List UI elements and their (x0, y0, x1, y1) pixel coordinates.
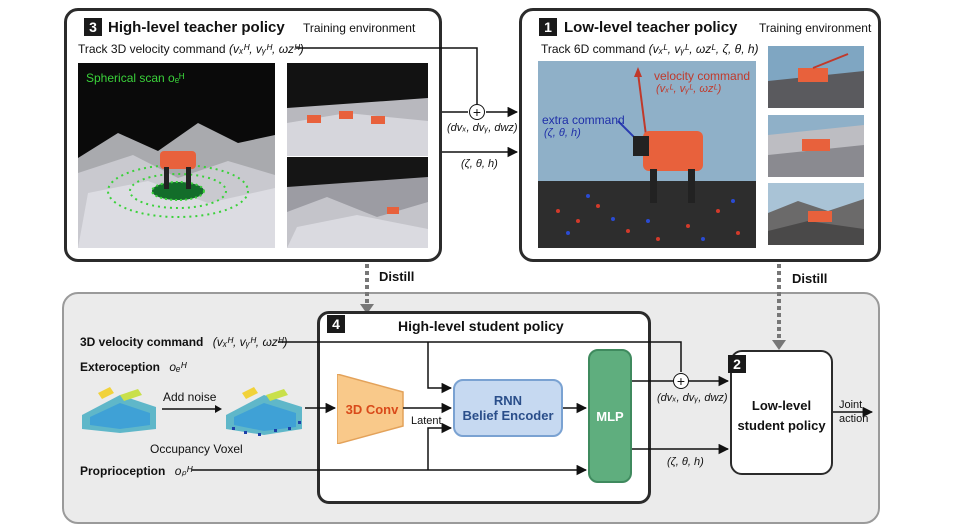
occupancy-voxel-label: Occupancy Voxel (150, 442, 243, 456)
student-extra-label: (ζ, θ, h) (667, 456, 704, 468)
student-delta-label: (dvₓ, dvᵧ, dwz) (657, 392, 728, 404)
student-badge: 4 (327, 315, 345, 333)
low-teacher-env-thumb-3 (768, 183, 864, 245)
terrain-scene-1 (287, 98, 428, 156)
robot-command-scene (538, 67, 756, 248)
low-level-student-box (730, 350, 833, 475)
high-teacher-title: High-level teacher policy (108, 19, 285, 36)
rnn-label-line2: Belief Encoder (462, 408, 554, 423)
low-teacher-command: Track 6D command (vₓᴸ, vᵧᴸ, ωzᴸ, ζ, θ, h… (541, 42, 759, 56)
low-student-line2: student policy (737, 418, 826, 433)
low-teacher-title: Low-level teacher policy (564, 19, 738, 36)
input-proprioception: Proprioception oₚᴴ (80, 464, 192, 478)
thumb-scene-1 (768, 53, 864, 108)
input-exteroception-var: oₑᴴ (169, 360, 187, 374)
thumb-scene-2 (768, 125, 864, 177)
top-delta-label: (dvₓ, dvᵧ, dwz) (447, 122, 518, 134)
add-noise-label: Add noise (163, 390, 217, 404)
low-teacher-env-label: Training environment (759, 21, 872, 35)
high-teacher-command-text: Track 3D velocity command (78, 42, 226, 56)
low-teacher-badge: 1 (539, 18, 557, 36)
low-teacher-env-thumb-2 (768, 115, 864, 177)
voxel-noisy-graphic (226, 387, 302, 436)
conv-block-label: 3D Conv (345, 402, 399, 417)
top-sum-node: + (469, 104, 485, 120)
student-title: High-level student policy (398, 318, 564, 334)
distill-label-right: Distill (792, 271, 828, 286)
joint-action-line2: action (839, 413, 869, 425)
rnn-label-line1: RNN (493, 393, 523, 408)
spherical-scan-scene (78, 123, 275, 248)
joint-action-label: Joint action (839, 398, 868, 426)
extra-command-label: extra command (542, 113, 625, 127)
student-sum-node: + (673, 373, 689, 389)
mlp-block: MLP (588, 349, 632, 483)
low-teacher-command-text: Track 6D command (541, 42, 646, 56)
high-teacher-command-vars: (vₓᴴ, vᵧᴴ, ωzᴴ) (228, 42, 304, 56)
low-student-line1: Low-level (751, 398, 812, 413)
mlp-label: MLP (596, 408, 624, 424)
input-velocity-command-text: 3D velocity command (80, 335, 204, 349)
training-env-render-2 (287, 157, 428, 248)
extra-command-vars: (ζ, θ, h) (544, 127, 581, 139)
input-proprioception-text: Proprioception (80, 464, 166, 478)
low-student-badge: 2 (728, 355, 746, 373)
velocity-command-vars: (vₓᴸ, vᵧᴸ, ωzᴸ) (656, 83, 722, 95)
occupancy-voxel-noisy (224, 383, 304, 439)
low-teacher-robot-render: velocity command (vₓᴸ, vᵧᴸ, ωzᴸ) extra c… (538, 61, 756, 248)
occupancy-voxel-raw (80, 383, 158, 435)
rnn-belief-encoder-block: RNN Belief Encoder (453, 379, 563, 437)
high-teacher-command: Track 3D velocity command (vₓᴴ, vᵧᴴ, ωzᴴ… (78, 42, 304, 56)
input-velocity-command-vars: (vₓᴴ, vᵧᴴ, ωzᴴ) (212, 335, 288, 349)
velocity-command-label: velocity command (654, 69, 751, 83)
add-noise-arrow (162, 405, 222, 413)
thumb-scene-3 (768, 199, 864, 245)
training-env-render-1 (287, 63, 428, 156)
high-teacher-badge: 3 (84, 18, 102, 36)
input-exteroception-text: Exteroception (80, 360, 161, 374)
top-extra-label: (ζ, θ, h) (461, 158, 498, 170)
input-velocity-command: 3D velocity command (vₓᴴ, vᵧᴴ, ωzᴴ) (80, 335, 288, 349)
distill-label-left: Distill (379, 269, 415, 284)
voxel-raw-graphic (82, 387, 156, 433)
low-student-title: Low-level student policy (730, 396, 833, 436)
spherical-scan-render: Spherical scan oₑᴴ (78, 63, 275, 248)
terrain-scene-2 (287, 177, 428, 248)
conv-block-shape (337, 374, 404, 444)
input-proprioception-var: oₚᴴ (174, 464, 193, 478)
low-teacher-env-thumb-1 (768, 46, 864, 108)
spherical-scan-label: Spherical scan oₑᴴ (86, 71, 185, 85)
low-teacher-command-vars: (vₓᴸ, vᵧᴸ, ωzᴸ, ζ, θ, h) (648, 42, 759, 56)
latent-label: Latent (411, 415, 442, 427)
high-teacher-env-label: Training environment (303, 21, 416, 35)
joint-action-line1: Joint (839, 399, 863, 411)
input-exteroception: Exteroception oₑᴴ (80, 360, 186, 374)
